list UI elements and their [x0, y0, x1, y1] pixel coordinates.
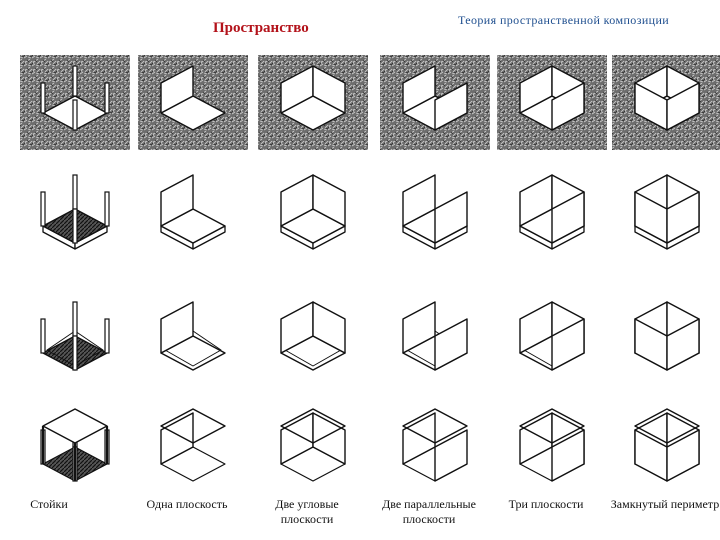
caption-three-planes: Три плоскости — [487, 497, 605, 512]
caption-closed-perimeter: Замкнутый периметр — [606, 497, 720, 512]
model-closed-perimeter-base-elevated — [635, 175, 699, 249]
model-posts-overhead-plane — [41, 409, 109, 481]
model-closed-perimeter-photo-models — [612, 55, 720, 150]
model-two-parallel-planes-base-recessed — [403, 302, 467, 370]
caption-two-corner-planes: Две угловые плоскости — [248, 497, 366, 527]
caption-one-plane: Одна плоскость — [128, 497, 246, 512]
model-closed-perimeter-base-recessed — [635, 302, 699, 370]
model-one-plane-overhead-plane — [161, 409, 225, 481]
model-one-plane-photo-models — [138, 55, 248, 150]
model-posts-base-recessed — [41, 302, 109, 370]
model-two-corner-planes-overhead-plane — [281, 409, 345, 481]
model-two-corner-planes-base-recessed — [281, 302, 345, 370]
model-three-planes-base-elevated — [520, 175, 584, 249]
model-two-parallel-planes-photo-models — [380, 55, 490, 150]
model-two-parallel-planes-overhead-plane — [403, 409, 467, 481]
model-closed-perimeter-overhead-plane — [635, 409, 699, 481]
caption-two-parallel-planes: Две параллельные плоскости — [370, 497, 488, 527]
model-posts-photo-models — [20, 55, 130, 150]
model-one-plane-base-elevated — [161, 175, 225, 249]
model-three-planes-photo-models — [497, 55, 607, 150]
caption-posts: Стойки — [0, 497, 108, 512]
model-posts-base-elevated — [41, 175, 109, 249]
model-two-parallel-planes-base-elevated — [403, 175, 467, 249]
model-one-plane-base-recessed — [161, 302, 225, 370]
model-two-corner-planes-photo-models — [258, 55, 368, 150]
model-three-planes-base-recessed — [520, 302, 584, 370]
model-three-planes-overhead-plane — [520, 409, 584, 481]
model-two-corner-planes-base-elevated — [281, 175, 345, 249]
composition-grid — [0, 0, 720, 500]
